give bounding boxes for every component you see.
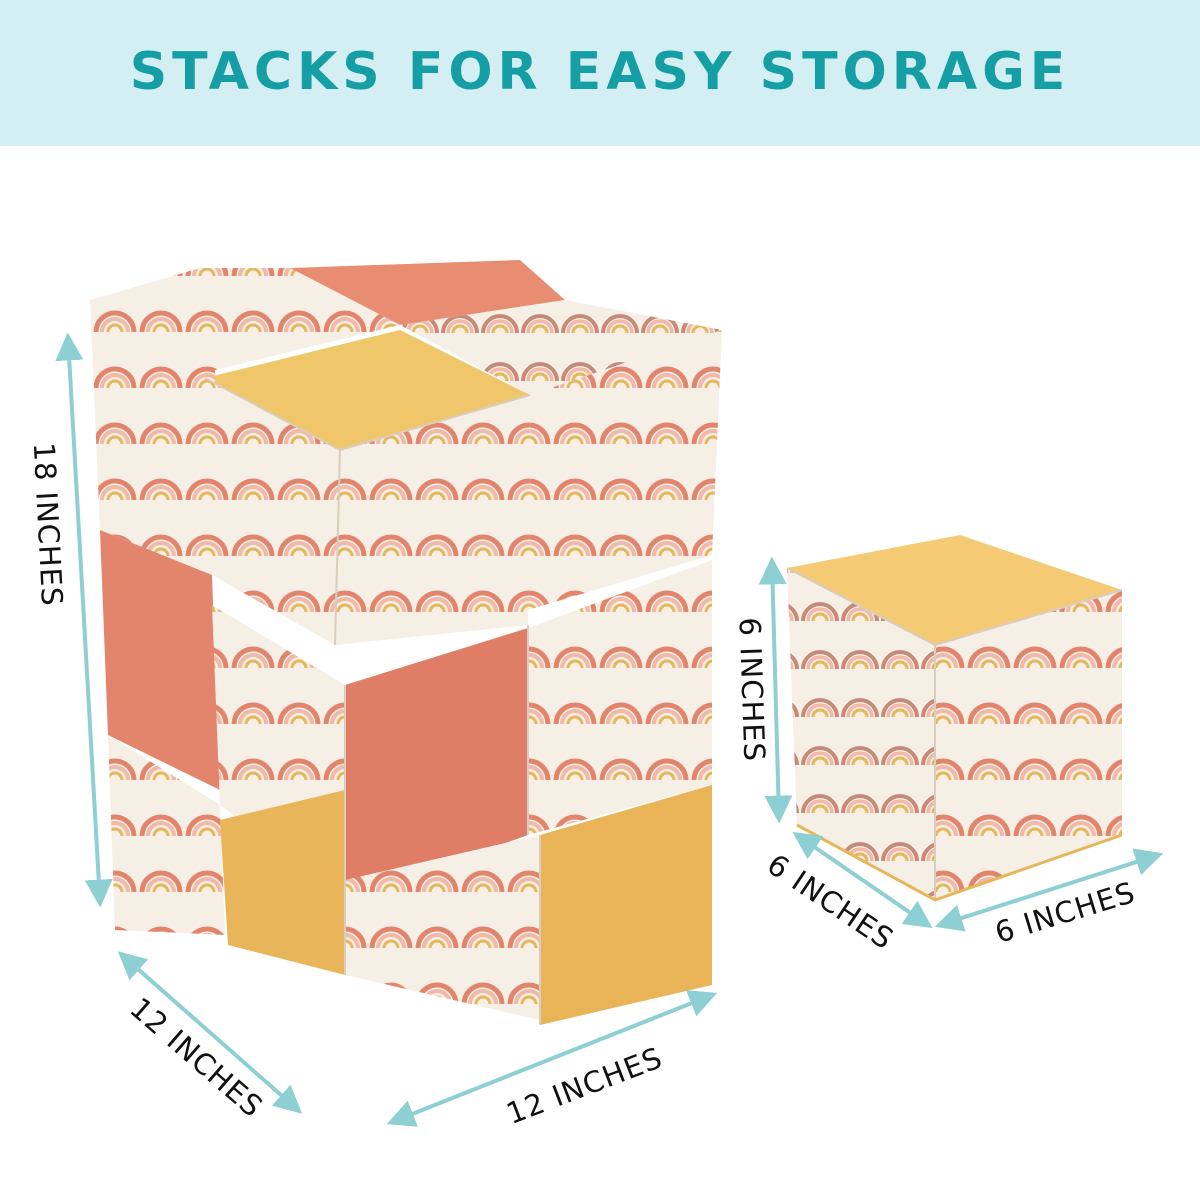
single-cube-right — [935, 590, 1122, 900]
cube-top-right-front — [528, 330, 722, 610]
cube-mid-right — [528, 560, 712, 835]
cube-top-back-coral — [290, 260, 565, 325]
cube-stack — [90, 260, 722, 1025]
cube-mid-center-coral — [345, 628, 528, 900]
cube-width-arrow — [934, 848, 1164, 932]
cube-top-right-top — [400, 300, 722, 395]
header-banner: STACKS FOR EASY STORAGE — [0, 0, 1200, 146]
height-arrow — [55, 332, 113, 908]
single-cube-left — [787, 568, 935, 900]
banner-title: STACKS FOR EASY STORAGE — [129, 42, 1071, 102]
dimension-arrows-cube — [758, 556, 1164, 932]
stack-depth-label: 12 INCHES — [123, 991, 269, 1124]
stack-height-label: 18 INCHES — [27, 442, 70, 608]
stack-width-label: 12 INCHES — [502, 1040, 667, 1131]
cube-top-front-left — [205, 378, 340, 645]
cube-mid-left-coral — [100, 530, 220, 790]
cube-height-label: 6 INCHES — [732, 617, 771, 763]
depth-arrow — [117, 951, 303, 1114]
cube-top-front-top — [205, 330, 530, 450]
cube-depth-arrow — [792, 831, 933, 929]
width-arrow — [386, 990, 718, 1127]
cube-bottom-mustard-left — [220, 790, 345, 975]
cube-bottom-mustard-right — [540, 785, 712, 1025]
single-cube — [786, 535, 1123, 902]
dimension-arrows-stack — [55, 332, 718, 1127]
cube-height-arrow — [758, 556, 793, 824]
cube-bottom-left-side — [108, 735, 225, 935]
cube-top-front-right — [335, 395, 530, 645]
cube-left-column-side — [90, 300, 215, 575]
single-cube-top — [787, 535, 1122, 645]
cube-bottom-center — [345, 835, 540, 1020]
